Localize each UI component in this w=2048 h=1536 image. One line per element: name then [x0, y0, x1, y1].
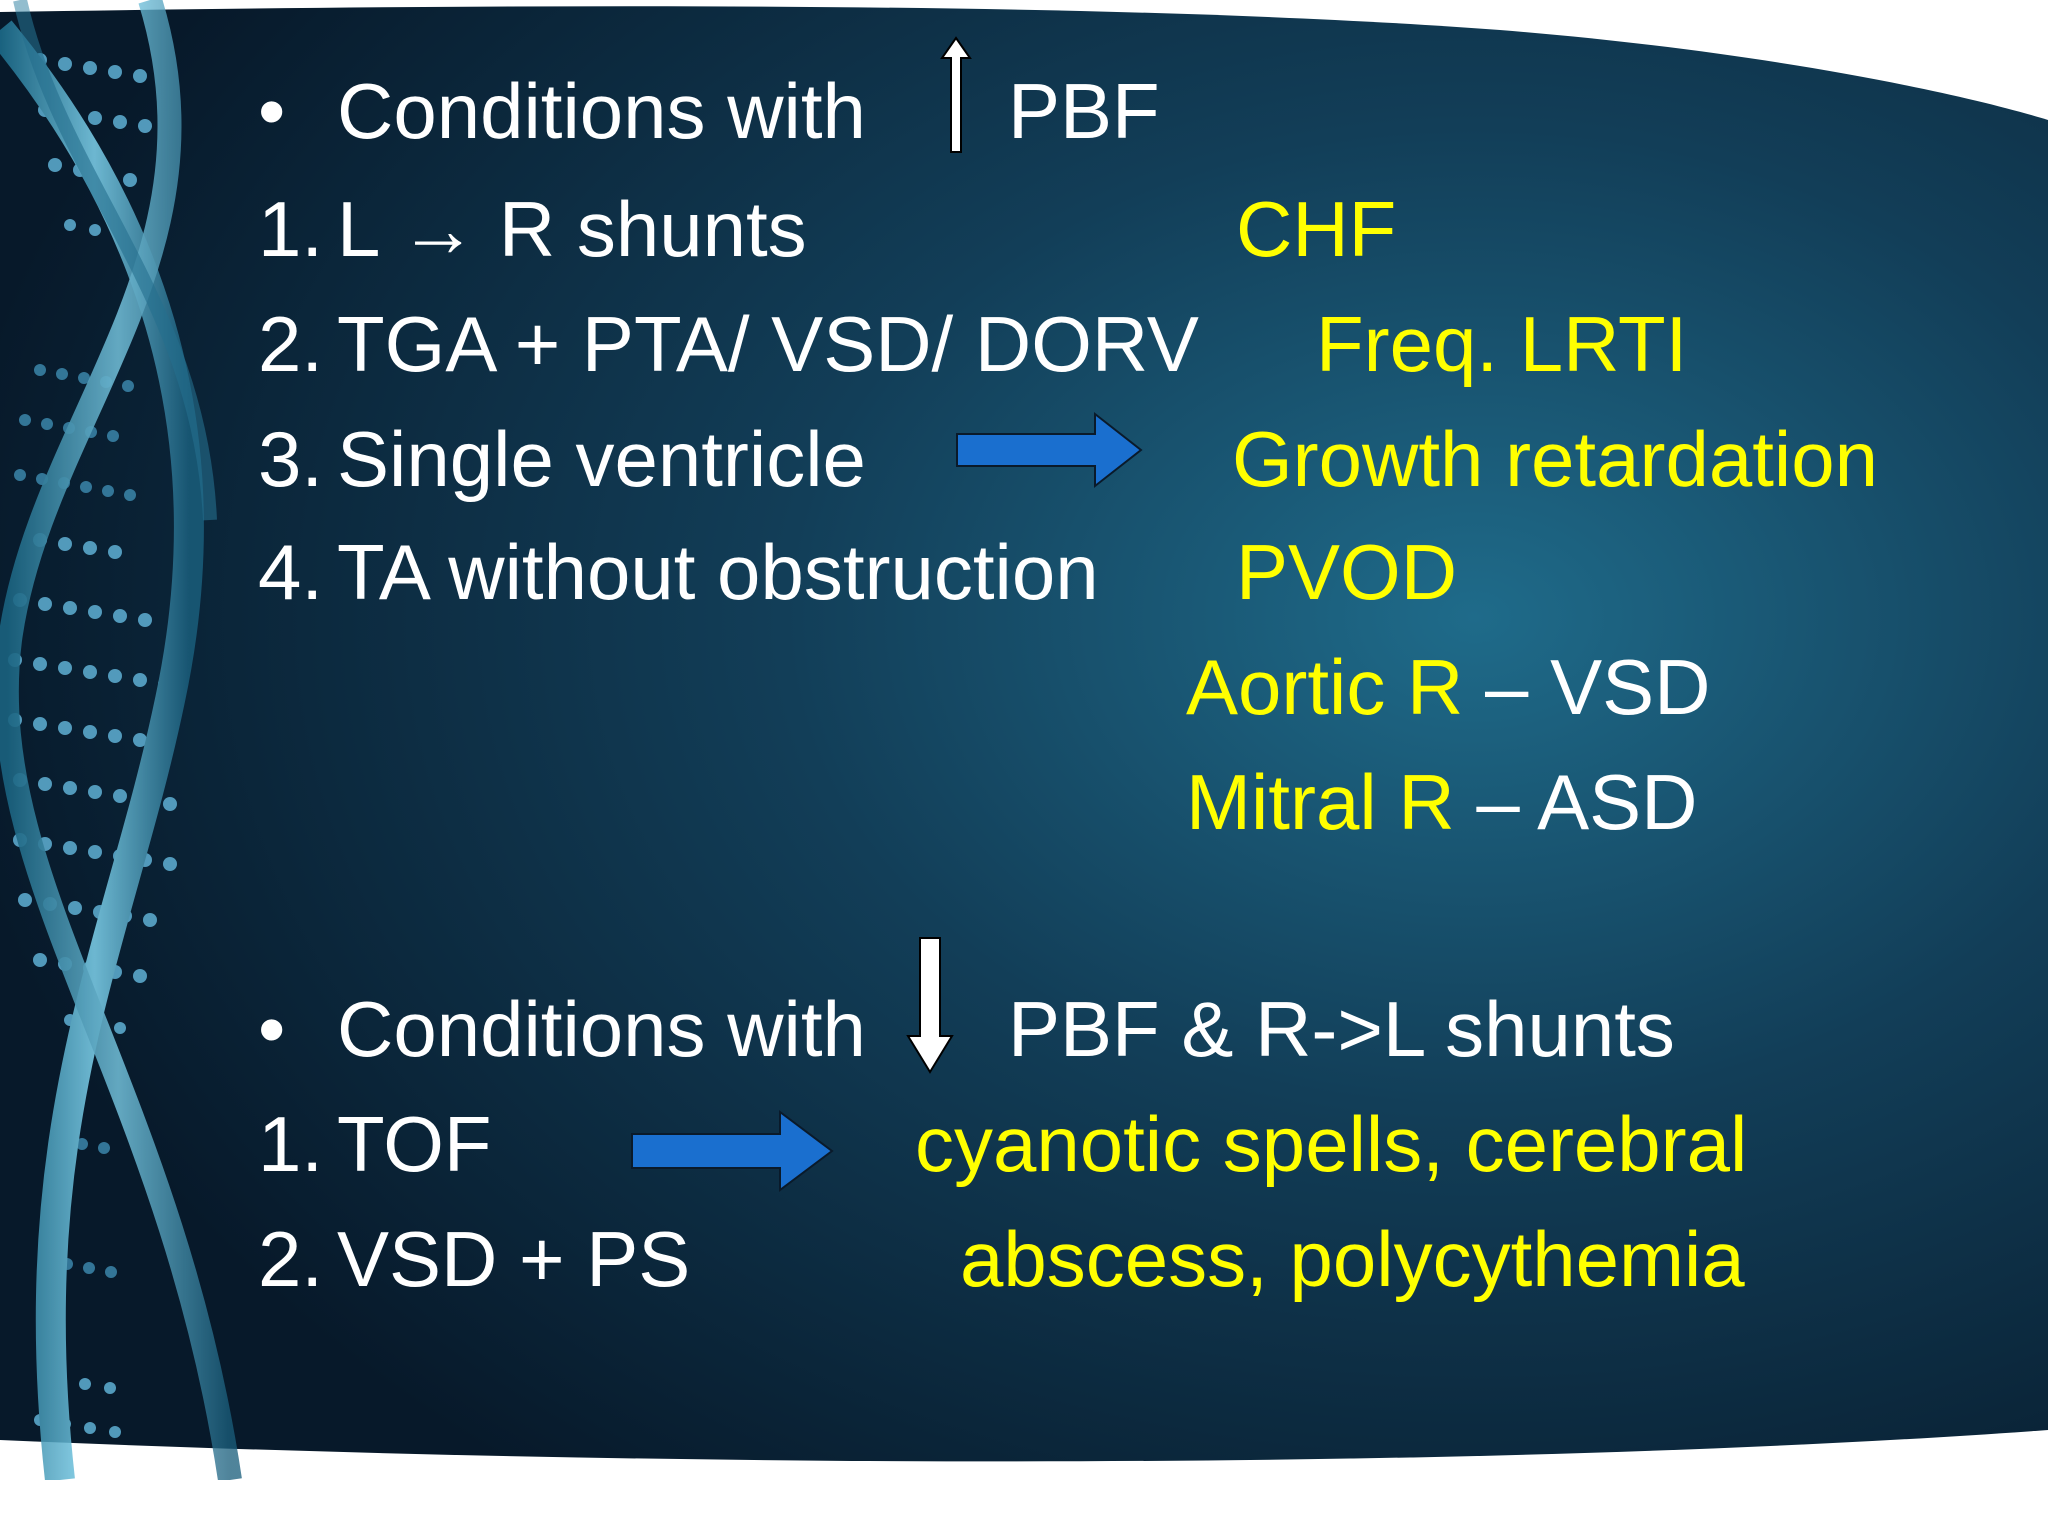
- bullet: •: [258, 985, 286, 1073]
- list-item-number: 1.: [258, 185, 324, 273]
- list-item-number: 1.: [258, 1100, 324, 1188]
- complication-cyanotic: cyanotic spells, cerebral: [915, 1100, 1748, 1188]
- heading-increased-pbf: Conditions with: [337, 67, 866, 155]
- dna-helix-decoration: [0, 0, 242, 1480]
- heading-decreased-pbf-suffix: PBF & R->L shunts: [1008, 985, 1675, 1073]
- complication-mitral-r: Mitral R – ASD: [1186, 763, 1697, 841]
- complication-pvod: PVOD: [1236, 528, 1458, 616]
- up-arrow-icon: [940, 36, 972, 153]
- complication-mitral-label: Mitral R: [1186, 758, 1455, 846]
- list-item-single-ventricle: Single ventricle: [337, 415, 866, 503]
- list-item-number: 4.: [258, 528, 324, 616]
- complication-aortic-suffix: – VSD: [1463, 643, 1711, 731]
- bullet: •: [258, 67, 286, 155]
- list-item-tof: TOF: [337, 1100, 492, 1188]
- complication-mitral-suffix: – ASD: [1454, 758, 1698, 846]
- list-item-number: 2.: [258, 300, 324, 388]
- complication-abscess: abscess, polycythemia: [960, 1215, 1745, 1303]
- list-item-lr-shunts: L → R shunts: [337, 185, 807, 273]
- down-arrow-icon: [906, 937, 954, 1074]
- right-arrow-icon: [631, 1110, 834, 1192]
- heading-increased-pbf-suffix: PBF: [1008, 67, 1160, 155]
- complication-chf: CHF: [1236, 185, 1397, 273]
- list-item-ta: TA without obstruction: [337, 528, 1099, 616]
- complication-aortic-r: Aortic R – VSD: [1186, 648, 1711, 726]
- list-item-vsd-ps: VSD + PS: [337, 1215, 691, 1303]
- complication-lrti: Freq. LRTI: [1316, 300, 1688, 388]
- heading-decreased-pbf: Conditions with: [337, 985, 866, 1073]
- list-item-number: 2.: [258, 1215, 324, 1303]
- complication-growth: Growth retardation: [1232, 415, 1878, 503]
- right-arrow-icon: [956, 411, 1143, 489]
- list-item-tga: TGA + PTA/ VSD/ DORV: [337, 300, 1199, 388]
- complication-aortic-label: Aortic R: [1186, 643, 1464, 731]
- list-item-number: 3.: [258, 415, 324, 503]
